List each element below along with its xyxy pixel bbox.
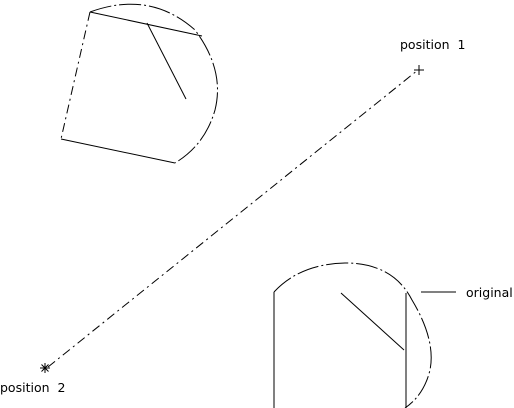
original-label: original [466, 285, 513, 300]
translation-path [47, 69, 419, 368]
position-2-label: position 2 [0, 380, 65, 395]
rotated-shape-left-edge [60, 11, 91, 140]
position-2-marker-icon [40, 363, 50, 373]
position-1-label: position 1 [400, 37, 465, 52]
rotated-shape-top-edge [89, 11, 203, 37]
rotated-shape-bottom-edge [60, 138, 176, 164]
original-shape-radius-line [340, 292, 405, 351]
original-shape [273, 262, 432, 408]
original-shape-arc [273, 262, 432, 408]
position-1-marker-icon [414, 65, 424, 75]
rotated-shape-radius-line [146, 22, 187, 100]
rotated-shape [60, 3, 218, 164]
rotated-shape-arc [89, 3, 218, 164]
